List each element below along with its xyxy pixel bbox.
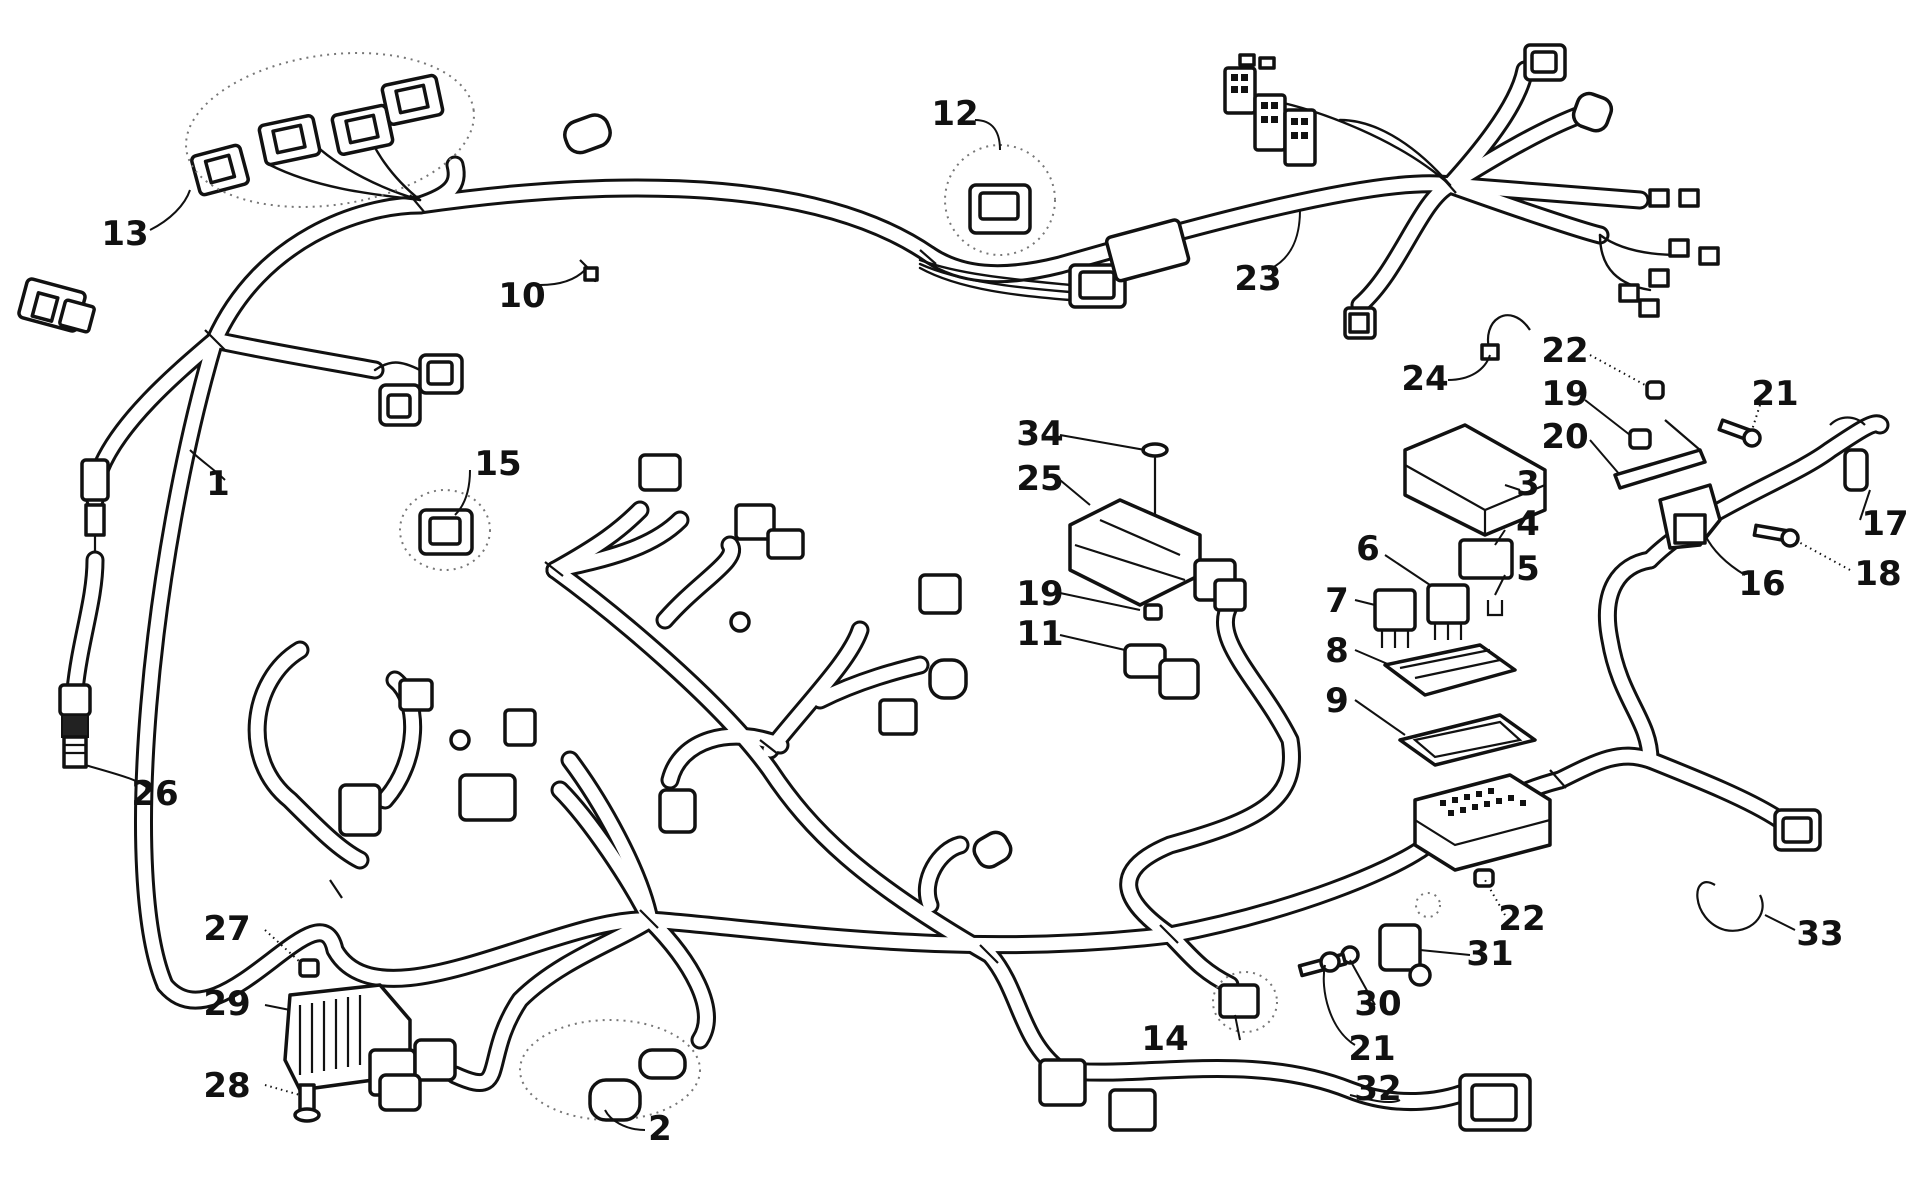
callout-28: 28	[203, 1066, 250, 1106]
bracket-31	[1378, 923, 1432, 987]
nut-22-upper	[1645, 380, 1665, 400]
callout-24: 24	[1401, 359, 1448, 399]
callout-26: 26	[131, 774, 178, 814]
connector-group-13	[185, 52, 475, 208]
callout-15: 15	[474, 444, 521, 484]
callout-27: 27	[203, 909, 250, 949]
callout-9: 9	[1325, 681, 1349, 721]
callout-30: 30	[1354, 984, 1401, 1024]
nut-19-lower	[1143, 603, 1163, 621]
callout-17: 17	[1861, 504, 1908, 544]
relay-6	[1426, 583, 1470, 640]
callout-16: 16	[1738, 564, 1785, 604]
washer-lower	[1415, 892, 1441, 918]
connector-15	[338, 453, 1013, 869]
callout-4: 4	[1516, 504, 1540, 544]
callout-21-upper: 21	[1751, 374, 1798, 414]
bracket-20	[1613, 419, 1707, 490]
callout-33: 33	[1796, 914, 1843, 954]
nut-27	[298, 958, 320, 978]
plug-left-top	[17, 277, 96, 334]
leader-lines	[84, 119, 1871, 1131]
plug-lower-right	[1773, 808, 1822, 852]
callout-8: 8	[1325, 631, 1349, 671]
callout-23: 23	[1234, 259, 1281, 299]
gasket-9	[1398, 713, 1537, 767]
callout-22-upper: 22	[1541, 331, 1588, 371]
socket-17	[1829, 416, 1869, 492]
screw-28	[293, 1083, 321, 1123]
callout-31: 31	[1466, 934, 1513, 974]
relay-4	[1458, 538, 1514, 580]
callout-13: 13	[101, 214, 148, 254]
callout-25: 25	[1016, 459, 1063, 499]
connector-14	[1212, 971, 1278, 1033]
relay-7	[1373, 588, 1417, 648]
oxygen-sensor	[58, 683, 92, 769]
switch-16	[1658, 483, 1722, 550]
screw-21-upper	[1717, 418, 1762, 448]
callout-21-lower: 21	[1348, 1029, 1395, 1069]
harness-32-ends	[1038, 1058, 1532, 1132]
callout-34: 34	[1016, 414, 1063, 454]
callout-10: 10	[498, 276, 545, 316]
callout-2: 2	[648, 1109, 672, 1149]
callout-3: 3	[1516, 464, 1540, 504]
callout-11: 11	[1016, 614, 1063, 654]
callout-32: 32	[1354, 1069, 1401, 1109]
item-2-cap	[519, 1019, 701, 1122]
plug-pair-upper-left	[378, 353, 464, 427]
callout-1: 1	[206, 464, 230, 504]
connector-12	[944, 144, 1127, 309]
nut-19-upper	[1628, 428, 1652, 450]
callout-19-upper: 19	[1541, 374, 1588, 414]
thin-lead-wires	[268, 98, 1682, 372]
nut-22-lower	[1473, 868, 1495, 888]
screw-18	[1752, 523, 1800, 548]
item-11	[1123, 643, 1200, 700]
fuse-5	[1486, 600, 1504, 617]
callout-19-lower: 19	[1016, 574, 1063, 614]
callout-29: 29	[203, 984, 250, 1024]
sensor-plug-26	[65, 458, 110, 700]
callout-7: 7	[1325, 581, 1349, 621]
clip-24	[1480, 314, 1531, 361]
callout-14: 14	[1141, 1019, 1188, 1059]
clip-10	[579, 259, 599, 283]
connector-group-23	[1104, 43, 1720, 340]
cap-top	[563, 113, 612, 155]
callout-12: 12	[931, 94, 978, 134]
callout-labels: 1 2 3 4 5 6 7 8 9 10 11 12 13 14 15 16 1…	[101, 94, 1908, 1149]
fuse-box-cover-3	[1403, 423, 1547, 537]
connectors	[17, 43, 1822, 1132]
ring-clamp-33	[1696, 881, 1764, 932]
callout-6: 6	[1356, 529, 1380, 569]
ecu-25	[1068, 498, 1247, 612]
screw-21-lower	[1297, 951, 1348, 978]
circuit-board-8	[1383, 643, 1517, 697]
callout-18: 18	[1854, 554, 1901, 594]
callout-22-lower: 22	[1498, 899, 1545, 939]
callout-5: 5	[1516, 549, 1540, 589]
callout-20: 20	[1541, 417, 1588, 457]
regulator-29	[283, 983, 457, 1112]
fuse-box-base	[1413, 773, 1552, 872]
